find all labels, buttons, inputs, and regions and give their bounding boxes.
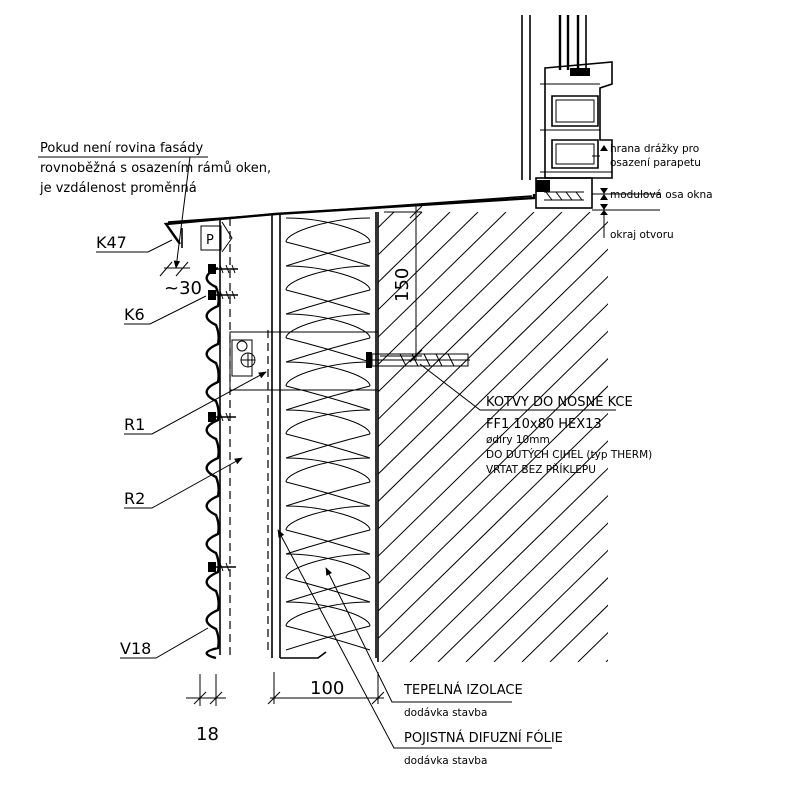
- window-notes: hrana drážky pro osazení parapetu modulo…: [610, 143, 713, 241]
- window-frame: [521, 15, 660, 238]
- anchor-title: KOTVY DO NOSNÉ KCE: [486, 394, 633, 410]
- modular-axis-note: modulová osa okna: [610, 189, 713, 201]
- wall-hatch: [378, 212, 800, 662]
- dimension-insulation: 100: [267, 672, 385, 705]
- cladding-width-dimension: 18: [196, 724, 219, 745]
- hatch-line: [549, 604, 608, 662]
- anchor-note: KOTVY DO NOSNÉ KCE FF1 10x80 HEX13 ødíry…: [419, 363, 652, 476]
- r2-label: R2: [124, 489, 145, 508]
- anchor-line-3: DO DUTÝCH CIHEL (typ THERM): [486, 448, 652, 461]
- hatch-line: [465, 522, 608, 662]
- label-r2: R2: [124, 457, 243, 509]
- label-k6: K6: [124, 295, 207, 325]
- screw: [208, 290, 238, 300]
- note-line-1: Pokud není rovina fasády: [40, 141, 203, 156]
- hatch-line: [378, 212, 535, 366]
- anchor-line-2: ødíry 10mm: [486, 434, 550, 446]
- hatch-line: [378, 212, 507, 338]
- insulation-title: TEPELNÁ IZOLACE: [403, 682, 523, 698]
- k47-label: K47: [96, 233, 127, 252]
- vertical-dimension: 150: [392, 268, 413, 302]
- hatch-line: [378, 212, 563, 393]
- hatch-line: [378, 412, 608, 640]
- anchor-line-4: VRTAT BEZ PŘÍKLEPU: [486, 463, 596, 476]
- hatch-line: [493, 549, 608, 662]
- note-line-2: rovnoběžná s osazením rámů oken,: [40, 161, 271, 176]
- dimension-gap: ~30: [159, 261, 202, 299]
- note-line-3: je vzdálenost proměnná: [39, 181, 197, 196]
- hatch-line: [718, 212, 800, 662]
- hatch-line: [774, 212, 800, 662]
- hatch-line: [634, 212, 800, 662]
- insulation-note: TEPELNÁ IZOLACE dodávka stavba: [325, 567, 523, 719]
- v18-label: V18: [120, 639, 151, 658]
- screw: [208, 264, 238, 274]
- hatch-line: [437, 494, 608, 662]
- hatch-line: [378, 303, 608, 530]
- substructure: [219, 215, 379, 658]
- insulation-supply: dodávka stavba: [404, 707, 487, 719]
- foil-note: POJISTNÁ DIFUZNÍ FÓLIE dodávka stavba: [277, 529, 563, 767]
- hatch-line: [378, 212, 479, 311]
- hatch-line: [378, 358, 608, 585]
- hatch-line: [409, 467, 608, 662]
- wave-cladding: [205, 266, 220, 660]
- dimension-vertical: 150: [380, 205, 423, 363]
- hatch-line: [378, 212, 451, 284]
- k6-label: K6: [124, 305, 145, 324]
- wave-profile: [205, 266, 220, 660]
- label-r1: R1: [124, 371, 267, 435]
- insulation-pattern: [285, 217, 371, 651]
- label-v18: V18: [120, 627, 209, 659]
- label-k47: K47: [96, 233, 173, 253]
- anchor-dowel: [366, 352, 470, 368]
- hatch-line: [662, 212, 800, 662]
- r1-label: R1: [124, 415, 145, 434]
- hatch-line: [381, 440, 608, 662]
- hatch-line: [378, 212, 591, 421]
- masonry-wall: [377, 212, 800, 662]
- hatch-line: [605, 659, 608, 662]
- anchor-line-1: FF1 10x80 HEX13: [486, 417, 602, 432]
- dimension-cladding: 18: [186, 674, 226, 745]
- screws: [208, 264, 238, 572]
- groove-note-1: hrana drážky pro: [610, 143, 699, 155]
- facade-note: Pokud není rovina fasády rovnoběžná s os…: [38, 141, 271, 269]
- screw: [208, 562, 236, 572]
- thermal-insulation: [279, 212, 377, 659]
- foil-title: POJISTNÁ DIFUZNÍ FÓLIE: [404, 730, 563, 746]
- hatch-line: [378, 275, 608, 503]
- hatch-line: [378, 248, 608, 475]
- hatch-line: [378, 221, 608, 448]
- hatch-line: [690, 212, 800, 662]
- hatch-line: [577, 631, 608, 662]
- gap-dimension: ~30: [164, 278, 202, 299]
- hatch-line: [378, 330, 608, 558]
- groove-note-2: osazení parapetu: [610, 157, 701, 169]
- screw: [208, 412, 236, 422]
- hatch-line: [378, 385, 608, 612]
- insulation-width-dimension: 100: [310, 678, 344, 699]
- hatch-line: [521, 577, 608, 662]
- profile-p-label: P: [206, 233, 214, 248]
- sill-flashing: P: [163, 194, 536, 253]
- hatch-line: [746, 212, 800, 662]
- foil-supply: dodávka stavba: [404, 755, 487, 767]
- opening-edge-note: okraj otvoru: [610, 229, 674, 241]
